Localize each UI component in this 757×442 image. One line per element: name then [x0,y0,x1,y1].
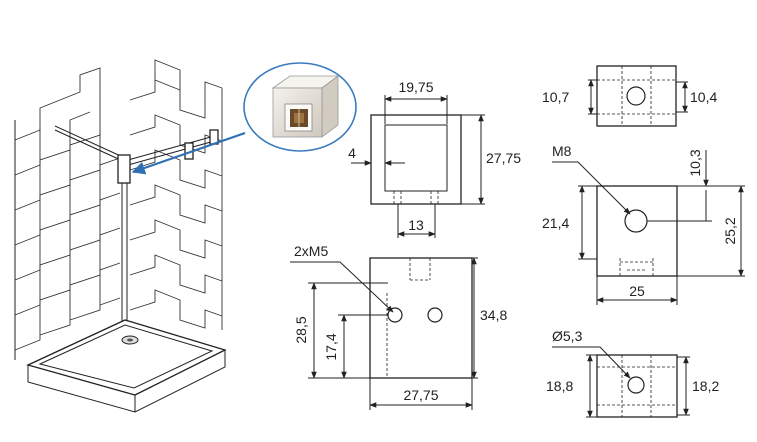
front-view-thread-label: 2xM5 [294,243,328,259]
side-view-offset-label: 10,3 [687,149,703,176]
front-view-height-label: 34,8 [480,307,507,323]
shower-enclosure-illustration [14,59,246,413]
fitting-zoom-photo [243,62,357,152]
side-view-width-label: 25 [629,283,645,299]
front-view-hole-height-2-label: 17,4 [323,333,339,360]
stabilizer-bar [54,125,219,184]
top-view: 19,75 4 27,75 13 [348,79,521,238]
side-view-height-label: 25,2 [722,217,738,244]
top-view-width-label: 19,75 [398,79,433,95]
right-wall-tiles [129,59,223,330]
glass-panel [121,165,128,341]
shower-tray [26,319,227,413]
top-right-view-left-label: 10,7 [542,89,569,105]
bottom-view-right-label: 18,2 [692,378,719,394]
side-view-hole [624,209,648,233]
side-view-hole-height-label: 21,4 [542,215,569,231]
front-view-hole-height-1-label: 28,5 [293,316,309,343]
side-view-thread-label: M8 [552,143,572,159]
left-wall-tiles [14,67,121,351]
bottom-view: Ø5,3 18,8 18,2 [546,328,719,418]
bottom-view-hole [627,376,645,394]
top-view-height-label: 27,75 [486,150,521,166]
top-right-view-right-label: 10,4 [690,89,717,105]
side-view: M8 10,3 21,4 25,2 25 [542,143,745,305]
top-view-offset-label: 4 [348,145,356,161]
bottom-view-left-label: 18,8 [546,378,573,394]
top-view-spacing-label: 13 [408,217,424,233]
top-right-view: 10,7 10,4 [542,65,717,127]
bottom-view-diameter-label: Ø5,3 [552,328,583,344]
zoom-arrow [131,131,246,175]
front-view-hole-left [387,307,403,323]
front-view-hole-right [427,307,443,323]
front-view-width-label: 27,75 [403,387,438,403]
front-view: 2xM5 28,5 17,4 34,8 27,75 [290,243,507,410]
